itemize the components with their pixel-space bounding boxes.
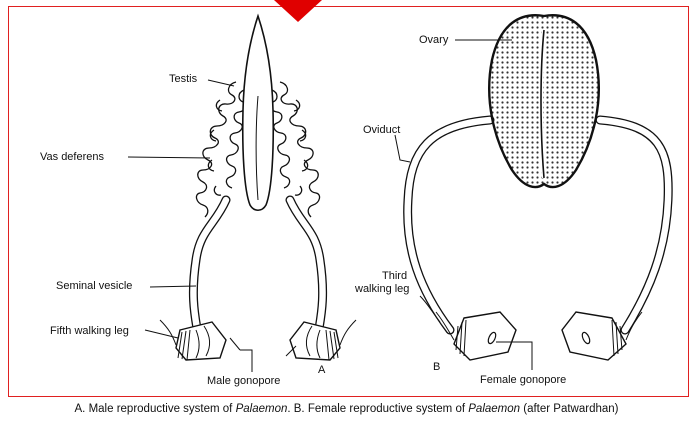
label-panel-b: B <box>433 361 440 373</box>
label-oviduct: Oviduct <box>363 124 400 136</box>
label-third-walking-leg-line1: Third <box>382 270 407 282</box>
male-system <box>128 16 356 372</box>
oviduct-leader <box>395 135 410 162</box>
testis-leader <box>208 80 234 86</box>
caption-part-3: (after Patwardhan) <box>520 403 618 415</box>
right-coiled-tubules <box>270 82 319 217</box>
right-oviduct-tube <box>600 120 668 330</box>
left-fifth-walking-leg <box>160 320 240 360</box>
vas-deferens-leader <box>128 157 210 158</box>
label-vas-deferens: Vas deferens <box>40 151 104 163</box>
left-vas-deferens-tube <box>193 200 226 335</box>
caption-species-2: Palaemon <box>468 403 520 415</box>
female-system <box>395 15 668 370</box>
caption-species-1: Palaemon <box>236 403 288 415</box>
caption-part-1: A. Male reproductive system of <box>75 403 236 415</box>
left-coiled-tubules <box>196 82 245 217</box>
caption-part-2: . B. Female reproductive system of <box>287 403 468 415</box>
label-testis: Testis <box>169 73 197 85</box>
figure-caption: A. Male reproductive system of Palaemon.… <box>0 403 693 415</box>
male-gonopore-leader <box>240 350 252 372</box>
testis-lobe <box>243 16 273 210</box>
label-ovary: Ovary <box>419 34 448 46</box>
label-third-walking-leg-line2: walking leg <box>355 283 409 295</box>
right-vas-deferens-tube <box>290 200 323 335</box>
right-fifth-walking-leg <box>286 320 356 360</box>
left-third-walking-leg <box>436 312 516 360</box>
label-female-gonopore: Female gonopore <box>480 374 566 386</box>
label-male-gonopore: Male gonopore <box>207 375 280 387</box>
fifth-walking-leg-leader <box>145 330 178 338</box>
label-seminal-vesicle: Seminal vesicle <box>56 280 132 292</box>
label-fifth-walking-leg: Fifth walking leg <box>50 325 129 337</box>
label-panel-a: A <box>318 364 325 376</box>
